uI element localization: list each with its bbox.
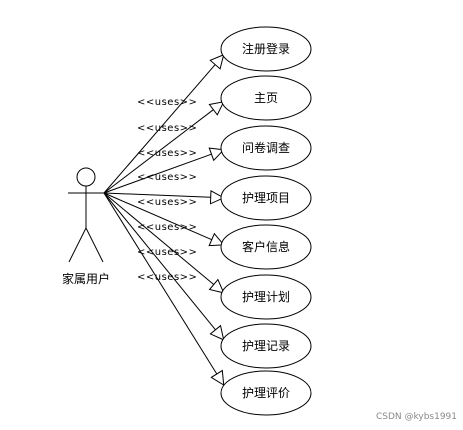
relation-label: <<uses>> [137, 197, 197, 208]
use-case: 客户信息 [220, 224, 312, 270]
arrowhead [209, 53, 225, 70]
relation-label: <<uses>> [137, 222, 197, 233]
arrowhead [208, 232, 225, 247]
use-case: 护理记录 [220, 323, 312, 369]
relation-label: <<uses>> [137, 97, 197, 108]
use-case-label: 客户信息 [242, 239, 290, 254]
use-case-label: 问卷调查 [242, 140, 290, 155]
association-line [103, 109, 214, 194]
relations [103, 53, 225, 386]
actor-left-leg [68, 227, 87, 263]
arrowhead [208, 147, 225, 162]
relation-label: <<uses>> [137, 148, 197, 159]
use-case: 注册登录 [220, 26, 312, 72]
relation-labels: <<uses>> <<uses>> <<uses>> <<uses>> <<uses>>… [137, 97, 197, 283]
arrowhead [208, 101, 225, 116]
use-case: 问卷调查 [220, 125, 312, 171]
association-line [103, 153, 212, 194]
use-case-ellipse [220, 323, 312, 369]
relation-label: <<uses>> [137, 272, 197, 283]
actor-figure: 家属用户 [62, 167, 110, 286]
use-case-ellipse [220, 26, 312, 72]
relation-label: <<uses>> [137, 247, 197, 258]
association-line [103, 64, 216, 194]
use-case-label: 护理计划 [242, 290, 290, 304]
association-line [103, 192, 212, 241]
association-line [103, 192, 211, 198]
arrowhead [208, 278, 225, 294]
use-case-label: 护理项目 [242, 191, 290, 205]
relation-label: <<uses>> [137, 172, 197, 183]
use-case-ellipse [220, 175, 312, 221]
actor-head [76, 167, 96, 187]
arrowhead [209, 189, 225, 205]
watermark: CSDN @kybs1991 [375, 412, 457, 422]
use-case-ellipse [220, 274, 312, 320]
use-case: 护理项目 [220, 175, 312, 221]
arrowhead [210, 369, 225, 386]
use-case-ellipse [220, 75, 312, 121]
use-case: 主页 [220, 75, 312, 121]
actor-label: 家属用户 [62, 271, 110, 286]
use-case: 护理计划 [220, 274, 312, 320]
use-case-label: 护理评价 [242, 386, 290, 400]
actor-right-leg [85, 227, 104, 263]
use-case: 护理评价 [220, 370, 312, 416]
use-case-ellipse [220, 370, 312, 416]
association-line [103, 192, 216, 331]
relation-label: <<uses>> [137, 123, 197, 134]
association-line [103, 192, 218, 375]
use-case-ellipse [220, 224, 312, 270]
use-case-label: 主页 [254, 91, 278, 105]
association-line [103, 192, 215, 285]
use-case-ellipse [220, 125, 312, 171]
use-case-label: 护理记录 [242, 339, 290, 353]
arrowhead [209, 324, 225, 341]
use-case-label: 注册登录 [242, 41, 290, 56]
